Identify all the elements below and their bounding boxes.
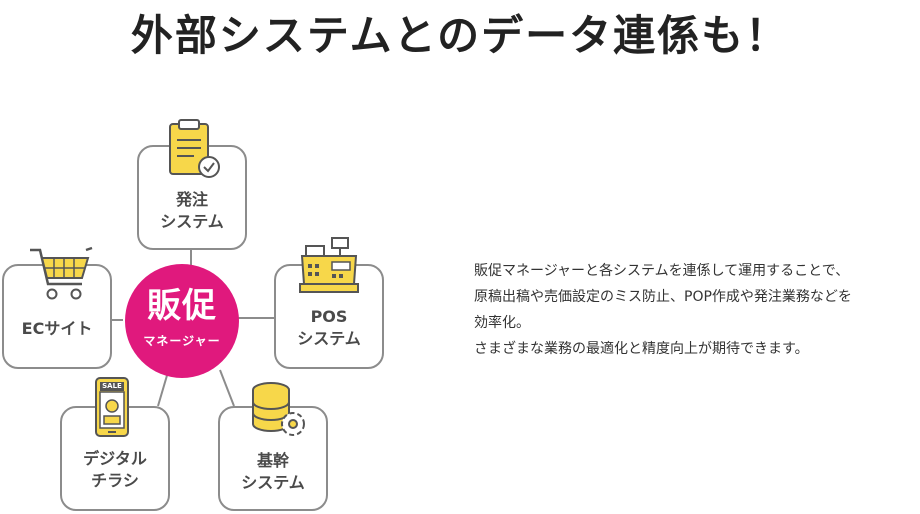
integration-description: 販促マネージャーと各システムを連係して運用することで、 原稿出稿や売価設定のミス…: [474, 258, 914, 362]
ec-site-label: ECサイト: [21, 319, 93, 338]
database-gear-icon: [252, 382, 305, 436]
cash-register-icon: [299, 237, 359, 293]
description-line: さまざまな業務の最適化と精度向上が期待できます。: [474, 341, 809, 357]
connector-lines: [112, 250, 274, 407]
description-line: 原稿出稿や売価設定のミス防止、POP作成や発注業務などを: [474, 289, 852, 305]
hub-logo-title: 販促: [147, 286, 217, 326]
order-system-label: 発注 システム: [160, 190, 224, 231]
page-headline: 外部システムとのデータ連係も！: [130, 11, 790, 60]
smartphone-flyer-icon: SALE: [94, 376, 130, 438]
description-line: 効率化。: [474, 315, 530, 331]
hub-logo-subtitle: マネージャー: [143, 334, 221, 348]
hanbai-manager-hub: 販促 マネージャー: [125, 264, 239, 378]
core-system-label: 基幹 システム: [241, 451, 305, 492]
clipboard-icon: [169, 119, 220, 178]
digital-flyer-label: デジタル チラシ: [83, 449, 147, 490]
pos-system-label: POS システム: [297, 307, 361, 348]
system-integration-diagram: 発注 システム POS システム 基幹 システム: [2, 119, 384, 511]
description-line: 販促マネージャーと各システムを連係して運用することで、: [474, 263, 850, 279]
ec-site-node: ECサイト: [2, 264, 112, 369]
shopping-cart-icon: [30, 246, 93, 300]
sale-tag: SALE: [100, 382, 124, 391]
